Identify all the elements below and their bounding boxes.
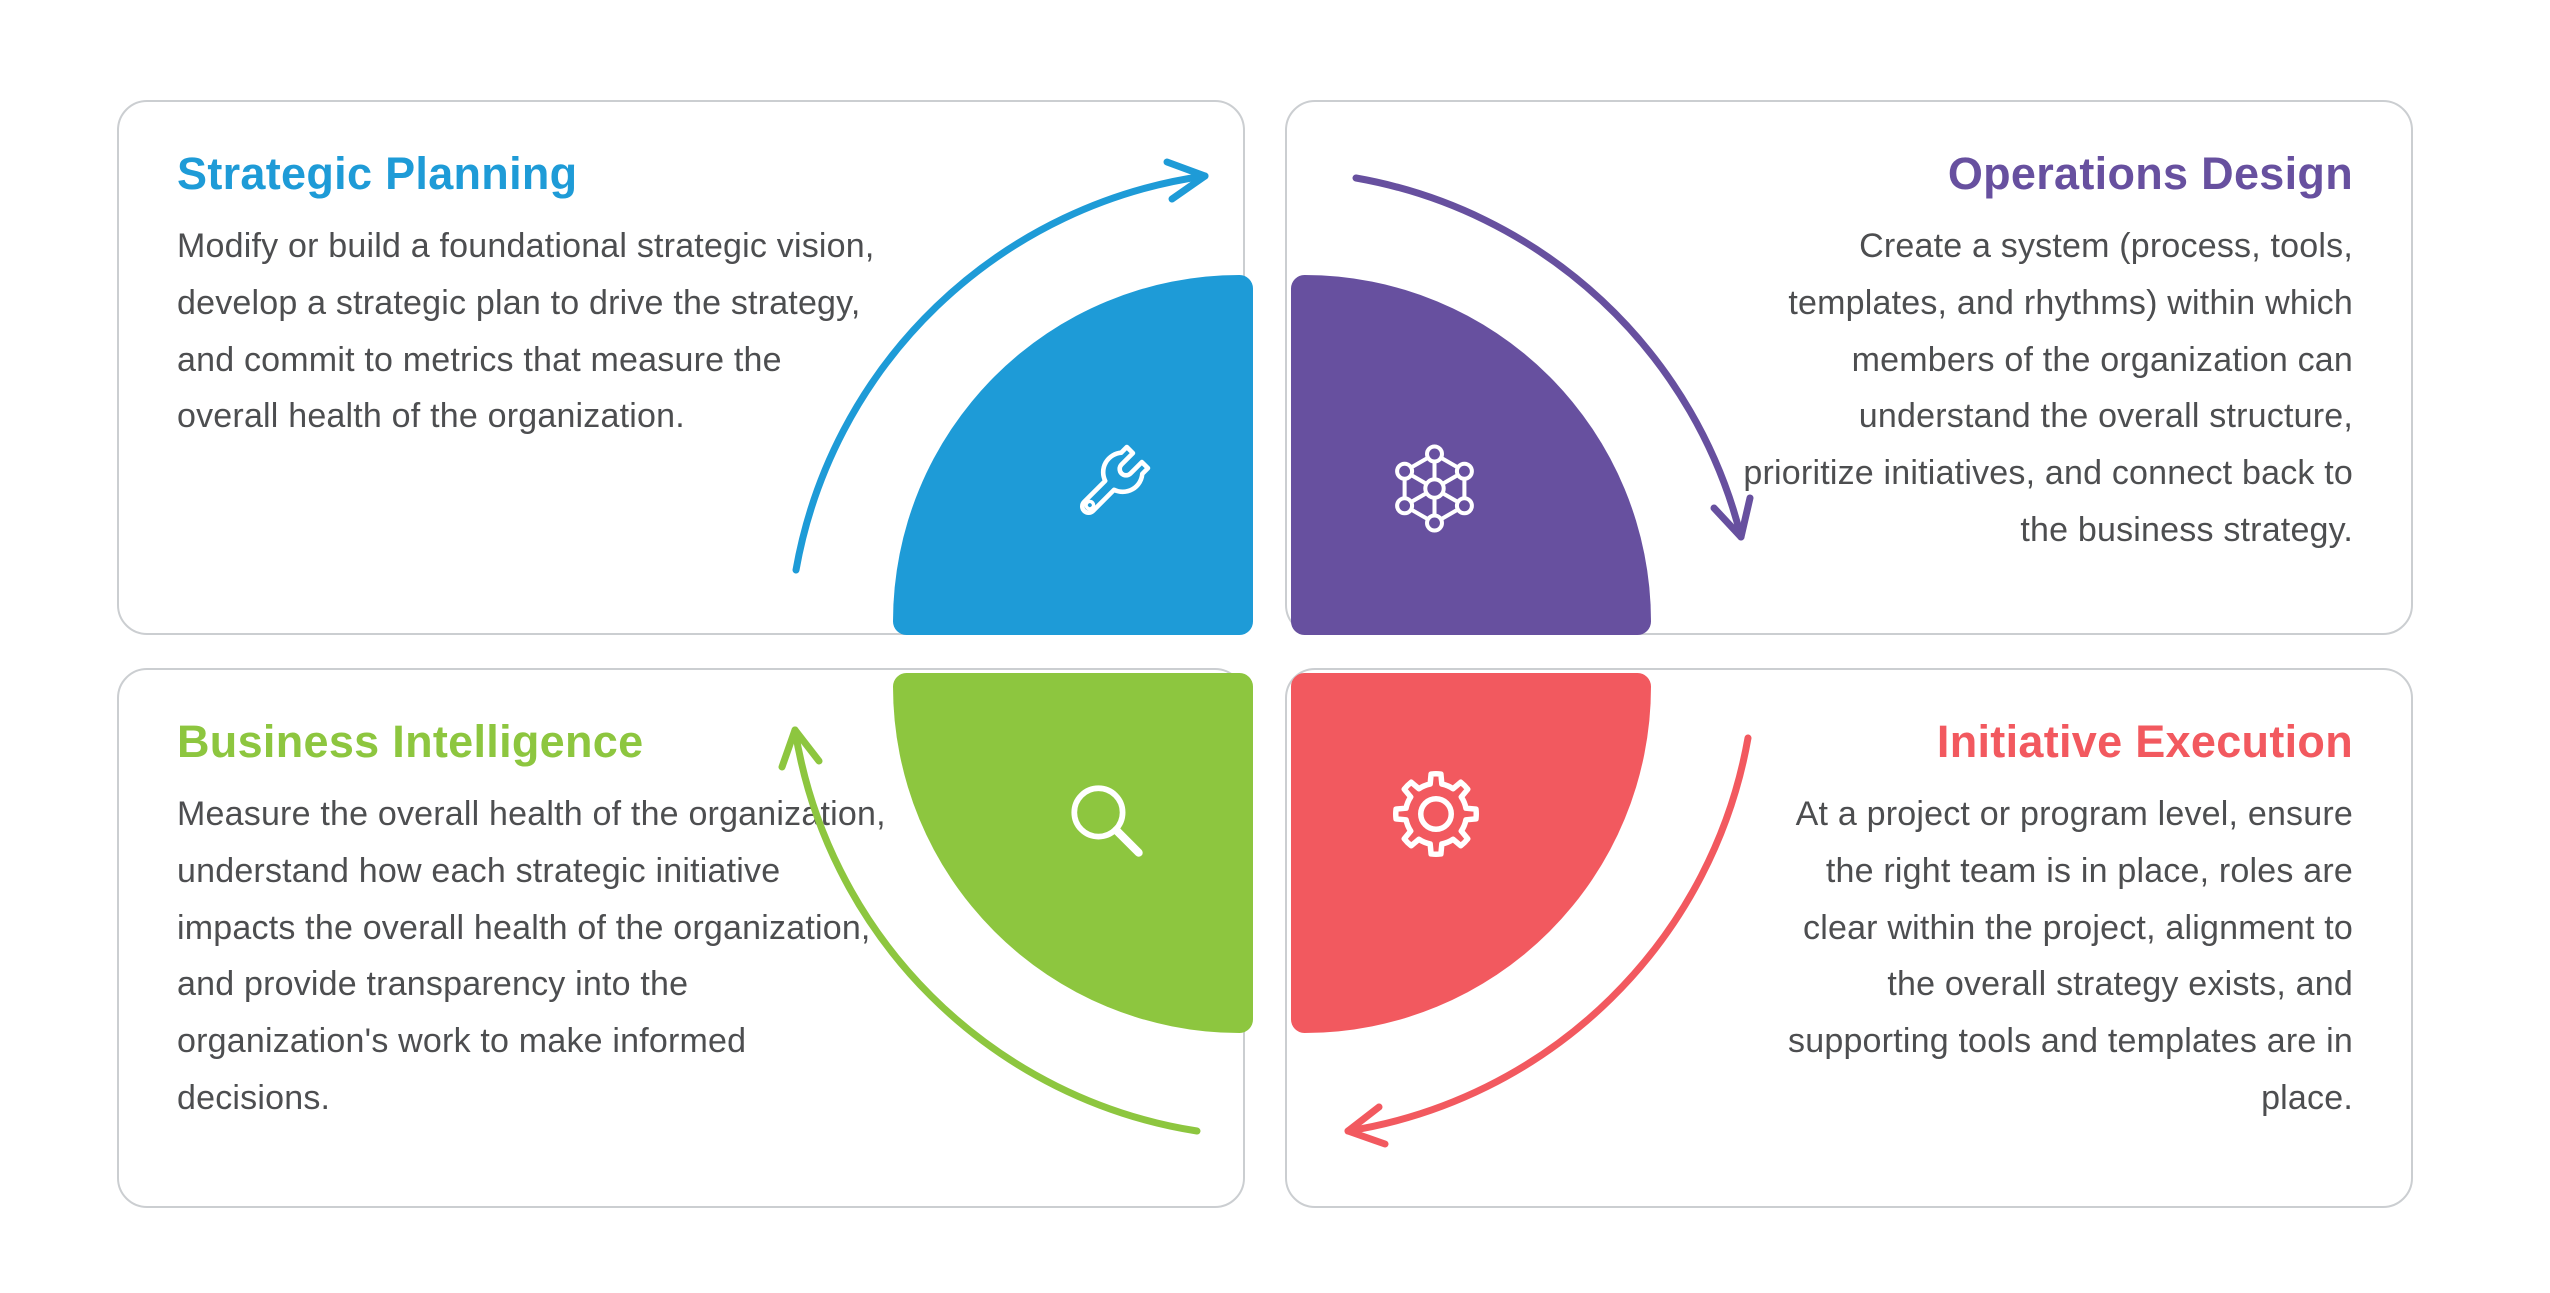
business-intelligence-title: Business Intelligence xyxy=(177,716,644,767)
strategic-planning-body: Modify or build a foundational strategic… xyxy=(177,227,875,436)
operations-design-title: Operations Design xyxy=(1947,148,2353,199)
magnifier-icon xyxy=(1071,785,1143,857)
initiative-execution-body: At a project or program level, ensure th… xyxy=(1788,795,2353,1117)
operations-design-body: Create a system (process, tools, templat… xyxy=(1743,227,2353,549)
initiative-execution-title: Initiative Execution xyxy=(1936,716,2353,767)
network-icon xyxy=(1395,444,1474,533)
business-intelligence-body: Measure the overall health of the organi… xyxy=(177,795,886,1117)
strategic-planning-title: Strategic Planning xyxy=(177,148,578,199)
wrench-icon xyxy=(1080,444,1151,515)
gear-icon xyxy=(1393,771,1479,857)
